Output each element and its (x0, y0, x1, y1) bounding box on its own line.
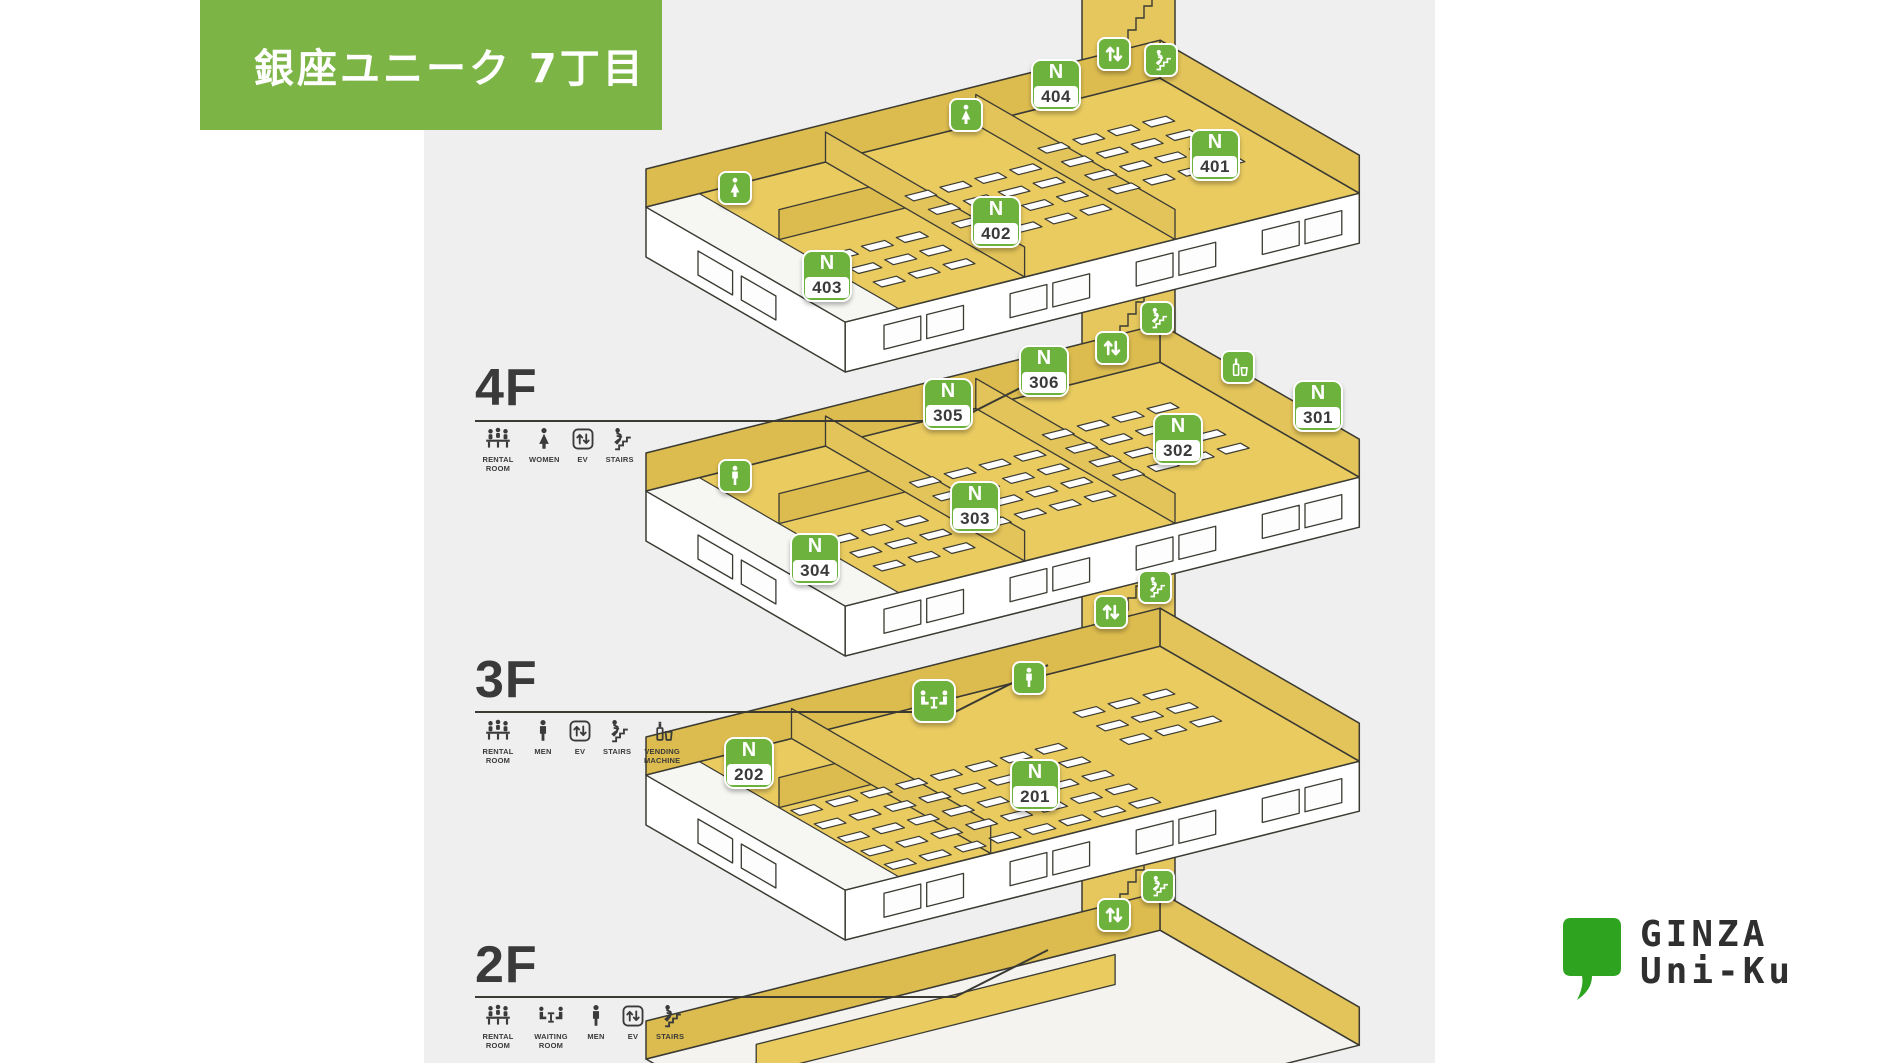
room-badge-n305: N 305 (923, 378, 973, 430)
stairs-icon (607, 426, 633, 452)
vending-machine-icon (649, 718, 675, 744)
waiting-room-icon (536, 1003, 566, 1029)
rental-room-icon (483, 718, 513, 744)
stairs-icon (1143, 575, 1167, 599)
men-icon (1017, 666, 1041, 690)
elevator-icon (570, 426, 596, 452)
legend-item-elevator: EV (566, 718, 594, 756)
waiting-room-badge-2f (912, 679, 956, 723)
floor-legend-3f: RENTAL ROOM MEN EV STAIRS VENDING MACHIN… (476, 718, 684, 765)
room-badge-n302: N 302 (1153, 413, 1203, 465)
room-badge-n301: N 301 (1293, 380, 1343, 432)
stairs-icon (1145, 306, 1169, 330)
stairs-badge-1f (1141, 869, 1175, 903)
legend-item-men: MEN (529, 718, 557, 756)
room-badge-n304: N 304 (790, 533, 840, 585)
legend-item-elevator: EV (569, 426, 597, 464)
women-badge-4f-b (949, 98, 983, 132)
room-badge-n401: N 401 (1190, 129, 1240, 181)
legend-item-waiting-room: WAITING ROOM (529, 1003, 573, 1050)
elevator-icon (1099, 335, 1125, 361)
women-badge-4f (718, 171, 752, 205)
logo-line-2: Uni-Ku (1640, 951, 1795, 993)
elevator-icon (620, 1003, 646, 1029)
legend-item-elevator: EV (619, 1003, 647, 1041)
logo-line-1: GINZA (1640, 914, 1769, 955)
elevator-icon (1101, 41, 1127, 67)
men-badge-3f (718, 459, 752, 493)
elevator-badge-1f (1097, 898, 1131, 932)
room-badge-n201: N 201 (1010, 759, 1060, 811)
elevator-badge-4f (1097, 37, 1131, 71)
rental-room-icon (483, 426, 513, 452)
floor-label-3f: 3F (475, 651, 538, 709)
rental-room-icon (483, 1003, 513, 1029)
vending-machine-badge-3f (1221, 350, 1255, 384)
waiting-room-icon (917, 686, 951, 716)
vending-machine-icon (1226, 355, 1250, 379)
page-title: 銀座ユニーク 7丁目 (254, 46, 646, 92)
floor-legend-4f: RENTAL ROOM WOMEN EV STAIRS (476, 426, 634, 473)
room-badge-n303: N 303 (950, 481, 1000, 533)
legend-item-stairs: STAIRS (656, 1003, 684, 1041)
legend-item-stairs: STAIRS (603, 718, 631, 756)
elevator-icon (1101, 902, 1127, 928)
legend-item-stairs: STAIRS (606, 426, 634, 464)
room-badge-n403: N 403 (802, 250, 852, 302)
stairs-icon (1149, 48, 1173, 72)
stairs-badge-4f (1144, 43, 1178, 77)
legend-item-women: WOMEN (529, 426, 560, 464)
men-icon (723, 464, 747, 488)
men-icon (583, 1003, 609, 1029)
legend-item-rental-room: RENTAL ROOM (476, 426, 520, 473)
legend-item-rental-room: RENTAL ROOM (476, 718, 520, 765)
brand-logo: GINZA Uni-Ku (1561, 916, 1794, 1004)
legend-item-rental-room: RENTAL ROOM (476, 1003, 520, 1050)
room-badge-n202: N 202 (724, 737, 774, 789)
men-badge-2f (1012, 661, 1046, 695)
stairs-icon (604, 718, 630, 744)
title-banner: 銀座ユニーク 7丁目 (200, 0, 662, 130)
room-badge-n402: N 402 (971, 196, 1021, 248)
elevator-badge-2f (1094, 595, 1128, 629)
women-icon (723, 176, 747, 200)
room-badge-n404: N 404 (1031, 59, 1081, 111)
women-icon (531, 426, 557, 452)
stairs-badge-2f (1138, 570, 1172, 604)
brand-logo-text: GINZA Uni-Ku (1640, 916, 1794, 991)
stairs-icon (1146, 874, 1170, 898)
floor-label-2f: 2F (475, 936, 538, 994)
men-icon (530, 718, 556, 744)
elevator-icon (1098, 599, 1124, 625)
elevator-badge-3f (1095, 331, 1129, 365)
stairs-badge-3f (1140, 301, 1174, 335)
legend-item-men: MEN (582, 1003, 610, 1041)
elevator-icon (567, 718, 593, 744)
brand-logo-mark (1563, 918, 1621, 1000)
floor-label-4f: 4F (475, 359, 538, 417)
room-badge-n306: N 306 (1019, 345, 1069, 397)
floor-legend-2f: RENTAL ROOM WAITING ROOM MEN EV STAIRS (476, 1003, 684, 1050)
legend-item-vending-machine: VENDING MACHINE (640, 718, 684, 765)
stairs-icon (657, 1003, 683, 1029)
women-icon (954, 103, 978, 127)
